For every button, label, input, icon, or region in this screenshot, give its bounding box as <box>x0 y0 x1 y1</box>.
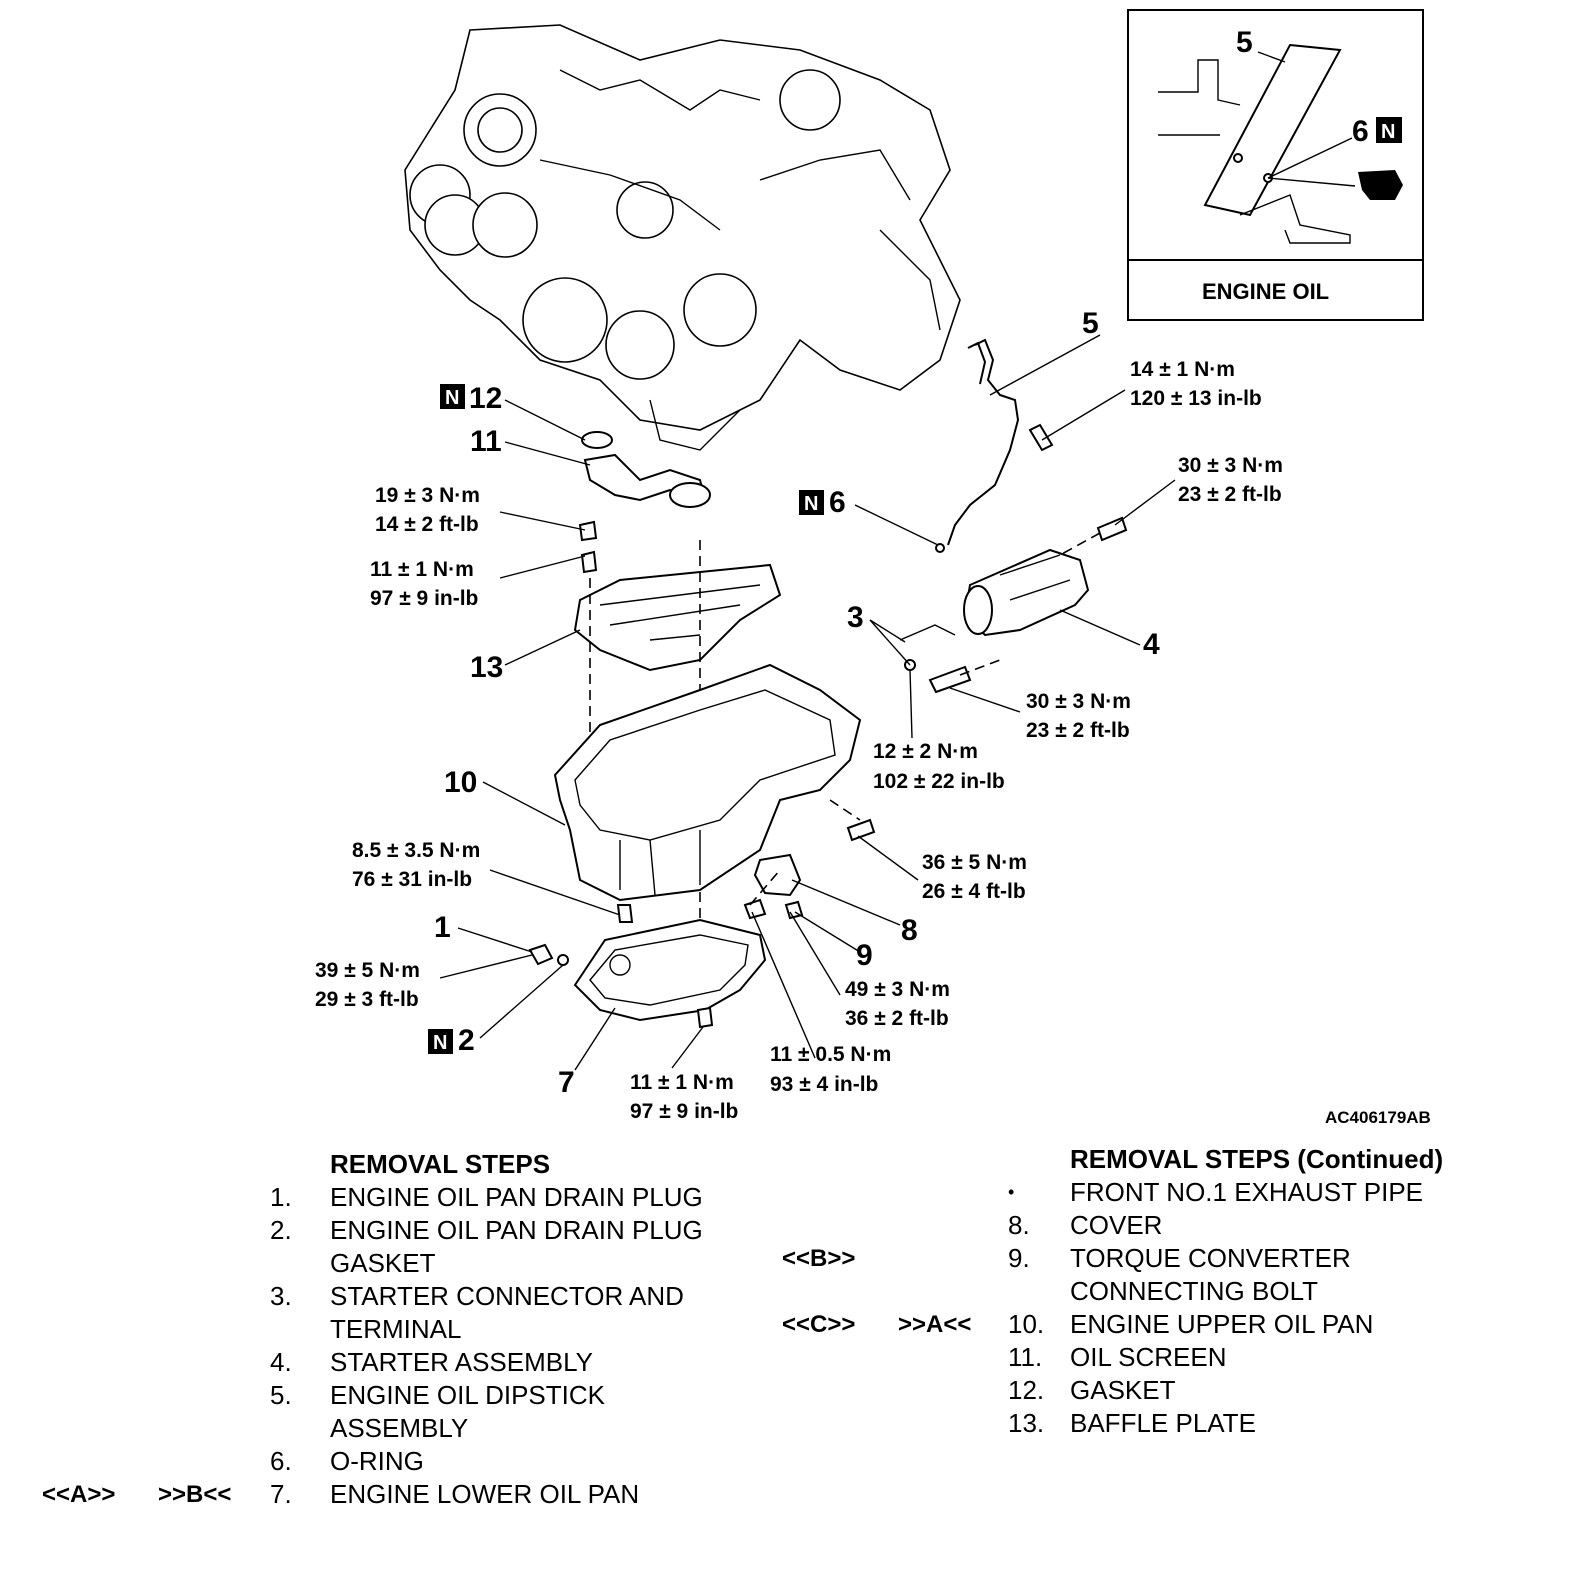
dipstick-assembly <box>935 338 1054 553</box>
svg-text:36 ± 5 N·m: 36 ± 5 N·m <box>922 851 1027 874</box>
svg-text:97 ± 9 in-lb: 97 ± 9 in-lb <box>630 1100 738 1123</box>
svg-text:N: N <box>433 1032 447 1054</box>
removal-step-exhaust-pipe: • FRONT NO.1 EXHAUST PIPE <box>1008 1177 1424 1207</box>
svg-text:8.5 ± 3.5 N·m: 8.5 ± 3.5 N·m <box>352 839 480 862</box>
starter-assembly-part <box>899 516 1128 694</box>
drain-plug-gasket-part <box>557 954 569 966</box>
removal-steps-list: REMOVAL STEPS 1. ENGINE OIL PAN DRAIN PL… <box>0 1148 760 1528</box>
callout-5: 5 <box>1082 307 1099 340</box>
leader-lines <box>439 334 1176 1071</box>
engine-block-illustration <box>404 24 961 451</box>
baffle-plate-part <box>573 563 782 672</box>
torque-baffle: 11 ± 1 N·m 97 ± 9 in-lb <box>370 558 478 610</box>
torque-drain-plug: 39 ± 5 N·m 29 ± 3 ft-lb <box>315 959 420 1011</box>
procedure-code-a: <<C>> <box>782 1311 856 1338</box>
callout-4: 4 <box>1143 628 1160 661</box>
torque-connector: 12 ± 2 N·m 102 ± 22 in-lb <box>873 740 1005 793</box>
inset-callout-6: 6 <box>1352 115 1369 148</box>
inset-label: ENGINE OIL <box>1202 279 1329 304</box>
removal-step-8: 8. COVER <box>1008 1210 1163 1240</box>
removal-step-1: 1. ENGINE OIL PAN DRAIN PLUG <box>270 1182 703 1212</box>
removal-step-4: 4. STARTER ASSEMBLY <box>270 1347 593 1377</box>
removal-step-6: 6. O-RING <box>270 1446 424 1476</box>
lower-oil-pan-part <box>528 918 767 1029</box>
svg-text:14 ± 2 ft-lb: 14 ± 2 ft-lb <box>375 513 479 536</box>
inset-callout-5: 5 <box>1236 26 1253 59</box>
callout-1: 1 <box>434 911 451 944</box>
svg-text:23 ± 2 ft-lb: 23 ± 2 ft-lb <box>1178 483 1282 506</box>
removal-step-10: <<C>> >>A<< 10. ENGINE UPPER OIL PAN <box>782 1309 1374 1339</box>
callout-2: 2 <box>458 1024 475 1057</box>
svg-text:29 ± 3 ft-lb: 29 ± 3 ft-lb <box>315 988 419 1011</box>
procedure-code-b: >>B<< <box>158 1481 232 1508</box>
torque-upper-pan-small: 8.5 ± 3.5 N·m 76 ± 31 in-lb <box>352 839 480 891</box>
svg-text:30 ± 3 N·m: 30 ± 3 N·m <box>1026 690 1131 713</box>
removal-steps-header: REMOVAL STEPS <box>330 1149 551 1179</box>
exploded-diagram: 5 6 N ENGINE OIL <box>315 9 1431 1127</box>
callout-6: 6 <box>829 486 846 519</box>
removal-steps-continued-list: REMOVAL STEPS (Continued) • FRONT NO.1 E… <box>780 1143 1560 1463</box>
new-part-mark-2 <box>428 1029 453 1054</box>
svg-text:11 ± 0.5 N·m: 11 ± 0.5 N·m <box>770 1043 891 1066</box>
inset-new-part-mark <box>1376 117 1402 143</box>
removal-step-2: 2. ENGINE OIL PAN DRAIN PLUG GASKET <box>270 1215 703 1278</box>
oil-screen-assembly <box>573 431 782 1010</box>
procedure-code-a: <<B>> <box>782 1245 856 1272</box>
callout-11: 11 <box>470 425 502 458</box>
svg-text:N: N <box>1381 121 1395 143</box>
figure-code: AC406179AB <box>1325 1108 1431 1127</box>
torque-upper-pan-bolt: 36 ± 5 N·m 26 ± 4 ft-lb <box>922 851 1027 903</box>
torque-starter-lower: 30 ± 3 N·m 23 ± 2 ft-lb <box>1026 690 1131 742</box>
svg-text:19 ± 3 N·m: 19 ± 3 N·m <box>375 484 480 507</box>
svg-text:39 ± 5 N·m: 39 ± 5 N·m <box>315 959 420 982</box>
svg-text:93 ± 4 in-lb: 93 ± 4 in-lb <box>770 1073 878 1096</box>
svg-text:30 ± 3 N·m: 30 ± 3 N·m <box>1178 454 1283 477</box>
svg-text:N: N <box>445 387 459 409</box>
callout-13: 13 <box>470 651 503 684</box>
svg-text:97 ± 9 in-lb: 97 ± 9 in-lb <box>370 587 478 610</box>
removal-step-5: 5. ENGINE OIL DIPSTICK ASSEMBLY <box>270 1380 605 1443</box>
torque-oil-screen: 19 ± 3 N·m 14 ± 2 ft-lb <box>375 484 480 536</box>
callout-10: 10 <box>444 766 477 799</box>
removal-step-13: 13. BAFFLE PLATE <box>1008 1408 1256 1438</box>
torque-converter-bolt: 49 ± 3 N·m 36 ± 2 ft-lb <box>845 978 950 1030</box>
svg-text:26 ± 4 ft-lb: 26 ± 4 ft-lb <box>922 880 1026 903</box>
callout-7: 7 <box>558 1066 575 1099</box>
svg-text:N: N <box>804 493 818 515</box>
torque-cover-bolt: 11 ± 0.5 N·m 93 ± 4 in-lb <box>770 1043 891 1096</box>
new-part-mark-12 <box>440 384 465 409</box>
svg-text:14 ± 1 N·m: 14 ± 1 N·m <box>1130 358 1235 381</box>
svg-text:11 ± 1 N·m: 11 ± 1 N·m <box>370 558 474 581</box>
removal-step-11: 11. OIL SCREEN <box>1008 1342 1227 1372</box>
callout-9: 9 <box>856 939 873 972</box>
svg-text:49 ± 3 N·m: 49 ± 3 N·m <box>845 978 950 1001</box>
torque-dipstick-bolt: 14 ± 1 N·m 120 ± 13 in-lb <box>1130 358 1262 410</box>
torque-starter-upper: 30 ± 3 N·m 23 ± 2 ft-lb <box>1178 454 1283 506</box>
removal-step-9: <<B>> 9. TORQUE CONVERTER CONNECTING BOL… <box>782 1243 1351 1306</box>
procedure-code-a: <<A>> <box>42 1481 116 1508</box>
svg-text:102 ± 22 in-lb: 102 ± 22 in-lb <box>873 770 1005 793</box>
drain-plug-part <box>528 943 554 966</box>
callout-8: 8 <box>901 914 918 947</box>
svg-text:36 ± 2 ft-lb: 36 ± 2 ft-lb <box>845 1007 949 1030</box>
svg-text:12 ± 2 N·m: 12 ± 2 N·m <box>873 740 978 763</box>
torque-lower-pan: 11 ± 1 N·m 97 ± 9 in-lb <box>630 1071 738 1123</box>
svg-text:76 ± 31 in-lb: 76 ± 31 in-lb <box>352 868 472 891</box>
removal-step-7: <<A>> >>B<< 7. ENGINE LOWER OIL PAN <box>42 1479 640 1509</box>
new-part-mark-6 <box>799 490 824 515</box>
svg-text:11 ± 1 N·m: 11 ± 1 N·m <box>630 1071 734 1094</box>
procedure-code-b: >>A<< <box>898 1311 972 1338</box>
svg-text:23 ± 2 ft-lb: 23 ± 2 ft-lb <box>1026 719 1130 742</box>
cover-part <box>753 853 802 897</box>
o-ring-part <box>935 543 945 553</box>
dipstick-bolt <box>1028 423 1054 452</box>
callout-3: 3 <box>847 601 864 634</box>
upper-oil-pan-part <box>553 663 876 923</box>
svg-text:120 ± 13 in-lb: 120 ± 13 in-lb <box>1130 387 1262 410</box>
removal-steps-continued-header: REMOVAL STEPS (Continued) <box>1070 1144 1444 1174</box>
engine-oil-inset: 5 6 N ENGINE OIL <box>1127 9 1424 321</box>
callout-12: 12 <box>469 382 502 415</box>
removal-step-3: 3. STARTER CONNECTOR AND TERMINAL <box>270 1281 684 1344</box>
removal-step-12: 12. GASKET <box>1008 1375 1176 1405</box>
